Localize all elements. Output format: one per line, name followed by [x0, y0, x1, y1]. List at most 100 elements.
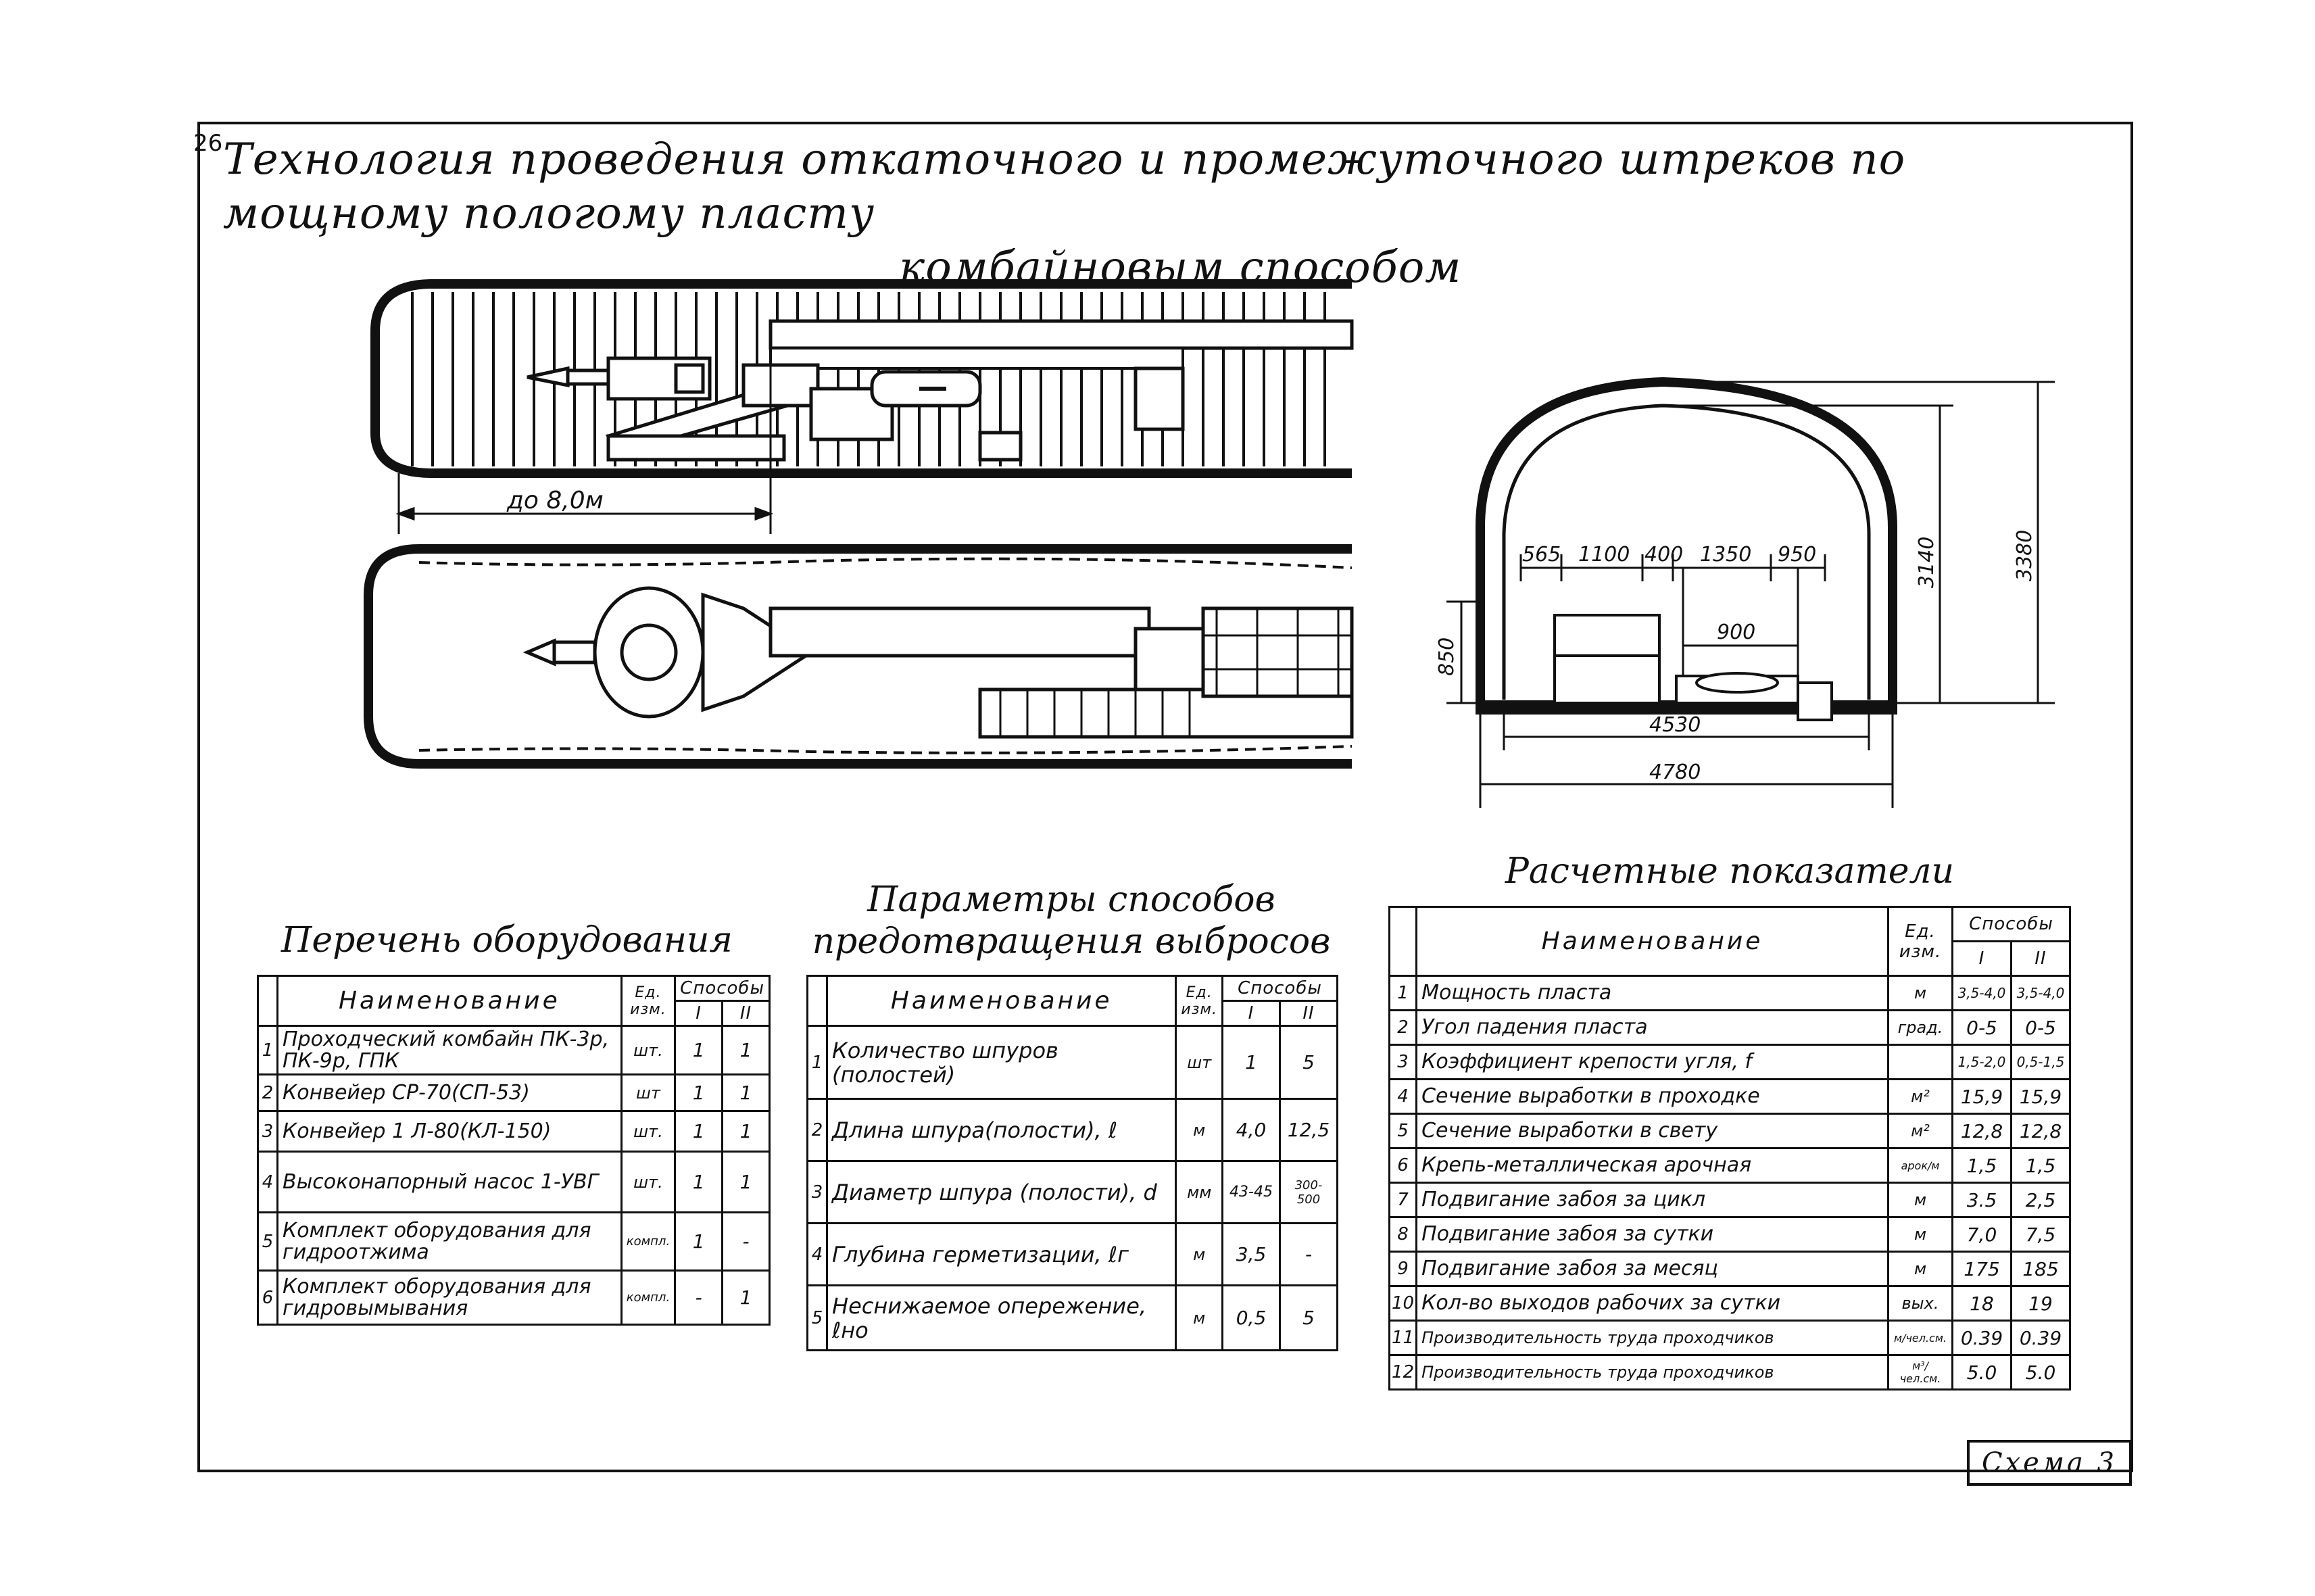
row-number: 1 [1388, 975, 1418, 1011]
equipment-num-header [257, 975, 278, 1027]
row-name: Подвигание забоя за цикл [1415, 1182, 1889, 1218]
row-name: Угол падения пласта [1415, 1009, 1889, 1046]
row-name: Диаметр шпура (полости), d [825, 1160, 1177, 1224]
row-number: 6 [1388, 1147, 1418, 1184]
table-row: 5 Неснижаемое опережение, ℓно м 0,5 5 [806, 1284, 1338, 1351]
table-row: 4 Глубина герметизации, ℓг м 3,5 - [806, 1222, 1338, 1286]
row-number: 4 [257, 1151, 278, 1213]
row-method-1: 1 [674, 1110, 724, 1153]
row-name: Комплект оборудования для гидровымывания [276, 1269, 623, 1326]
prevention-name-header: Наименование [825, 975, 1177, 1027]
row-unit: м² [1887, 1113, 1953, 1149]
row-name: Проходческий комбайн ПК-3р, ПК-9р, ГПК [276, 1025, 623, 1075]
table-row: 3 Коэффициент крепости угля, f 1,5-2,0 0… [1388, 1044, 2071, 1080]
equipment-name-header: Наименование [276, 975, 623, 1027]
table-row: 10 Кол-во выходов рабочих за сутки вых. … [1388, 1285, 2071, 1322]
row-number: 5 [806, 1284, 828, 1351]
row-unit: м [1175, 1222, 1223, 1286]
prevention-unit-header: Ед. изм. [1175, 975, 1223, 1027]
row-number: 1 [806, 1025, 828, 1100]
row-method-2: 0-5 [2010, 1009, 2071, 1046]
row-method-1: 0,5 [1221, 1284, 1281, 1351]
row-name: Коэффициент крепости угля, f [1415, 1044, 1889, 1080]
row-method-2: 3,5-4,0 [2010, 975, 2071, 1011]
row-number: 3 [1388, 1044, 1418, 1080]
row-method-2: 1 [721, 1073, 771, 1112]
row-unit: компл. [620, 1269, 677, 1326]
table-row: 2 Конвейер СР-70(СП-53) шт 1 1 [257, 1073, 771, 1112]
row-number: 3 [257, 1110, 278, 1153]
prevention-title-line-1: Параметры способов [867, 879, 1275, 920]
row-method-1: 1 [674, 1211, 724, 1272]
row-method-2: 5.0 [2010, 1354, 2071, 1391]
row-name: Глубина герметизации, ℓг [825, 1222, 1177, 1286]
row-name: Конвейер СР-70(СП-53) [276, 1073, 623, 1112]
row-name: Подвигание забоя за сутки [1415, 1216, 1889, 1253]
row-number: 12 [1388, 1354, 1418, 1391]
page-number: 26 [193, 130, 223, 157]
table-row: 3 Конвейер 1 Л-80(КЛ-150) шт. 1 1 [257, 1110, 771, 1153]
row-method-2: 19 [2010, 1285, 2071, 1322]
dim-4530: 4530 [1649, 713, 1701, 737]
row-method-1: 1 [674, 1151, 724, 1213]
row-method-1: 3,5-4,0 [1951, 975, 2012, 1011]
table-row: 1 Количество шпуров (полостей) шт 1 5 [806, 1025, 1338, 1100]
row-unit [1887, 1044, 1953, 1080]
calculated-name-header: Наименование [1415, 906, 1889, 977]
row-name: Подвигание забоя за месяц [1415, 1251, 1889, 1287]
row-method-2: 12,8 [2010, 1113, 2071, 1149]
row-name: Сечение выработки в проходке [1415, 1078, 1889, 1115]
row-name: Крепь-металлическая арочная [1415, 1147, 1889, 1184]
calculated-unit-header: Ед. изм. [1887, 906, 1953, 977]
row-method-2: 1 [721, 1269, 771, 1326]
row-method-2: 1 [721, 1151, 771, 1213]
row-method-1: 1,5 [1951, 1147, 2012, 1184]
row-unit: м [1887, 1182, 1953, 1218]
row-name: Конвейер 1 Л-80(КЛ-150) [276, 1110, 623, 1153]
row-name: Кол-во выходов рабочих за сутки [1415, 1285, 1889, 1322]
table-row: 4 Высоконапорный насос 1-УВГ шт. 1 1 [257, 1151, 771, 1213]
row-number: 2 [257, 1073, 278, 1112]
equipment-m1-header: I [674, 1000, 724, 1027]
row-name: Количество шпуров (полостей) [825, 1025, 1177, 1100]
row-number: 1 [257, 1025, 278, 1075]
prevention-title: Параметры способов предотвращения выброс… [804, 879, 1338, 963]
plan-view-top [370, 279, 1354, 478]
row-number: 3 [806, 1160, 828, 1224]
sheet-frame [197, 122, 2133, 1472]
row-method-1: 0.39 [1951, 1320, 2012, 1356]
row-method-1: 1 [674, 1025, 724, 1075]
row-number: 5 [1388, 1113, 1418, 1149]
row-method-2: 12,5 [1279, 1098, 1338, 1162]
calculated-table: Наименование Ед. изм. Способы I II 1 Мощ… [1388, 906, 2071, 1391]
prevention-table: Наименование Ед. изм. Способы I II 1 Кол… [806, 975, 1338, 1351]
scheme-label: Схема 3 [1967, 1440, 2132, 1486]
row-name: Производительность труда проходчиков [1415, 1320, 1889, 1356]
plan-view-bottom [364, 544, 1354, 769]
row-method-1: 0-5 [1951, 1009, 2012, 1046]
row-unit: шт. [620, 1151, 677, 1213]
table-row: 9 Подвигание забоя за месяц м 175 185 [1388, 1251, 2071, 1287]
row-unit: арок/м [1887, 1147, 1953, 1184]
prevention-title-line-2: предотвращения выбросов [812, 921, 1331, 962]
row-number: 2 [806, 1098, 828, 1162]
row-method-1: 1 [1221, 1025, 1281, 1100]
equipment-m2-header: II [721, 1000, 771, 1027]
row-name: Сечение выработки в свету [1415, 1113, 1889, 1149]
equipment-title: Перечень оборудования [281, 920, 733, 961]
row-method-1: 175 [1951, 1251, 2012, 1287]
row-method-2: 1 [721, 1110, 771, 1153]
row-unit: м [1175, 1098, 1223, 1162]
row-method-1: 1,5-2,0 [1951, 1044, 2012, 1080]
row-method-2: 185 [2010, 1251, 2071, 1287]
row-unit: компл. [620, 1211, 677, 1272]
row-method-1: 5.0 [1951, 1354, 2012, 1391]
row-unit: м³/чел.см. [1887, 1354, 1953, 1391]
table-row: 6 Крепь-металлическая арочная арок/м 1,5… [1388, 1147, 2071, 1184]
prevention-m2-header: II [1279, 1000, 1338, 1027]
title-line-1: Технология проведения откаточного и пром… [223, 135, 1906, 239]
row-method-2: 5 [1279, 1025, 1338, 1100]
row-method-1: 3.5 [1951, 1182, 2012, 1218]
dim-1100: 1100 [1578, 543, 1630, 566]
